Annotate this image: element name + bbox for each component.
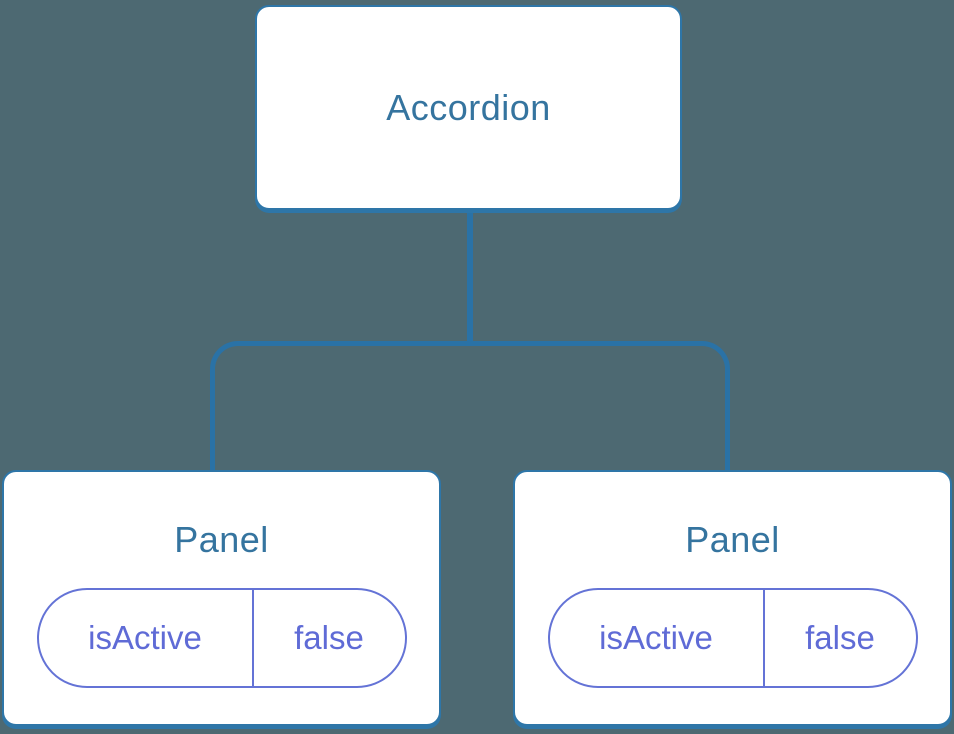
- panel-node-right: Panel isActive false: [513, 470, 952, 726]
- state-pill: isActive false: [36, 588, 407, 688]
- state-key: isActive: [599, 619, 713, 656]
- state-key-cell: isActive: [39, 590, 254, 686]
- state-value-cell: false: [254, 590, 405, 686]
- panel-node-title: Panel: [685, 519, 780, 560]
- state-key: isActive: [88, 619, 202, 656]
- state-value: false: [294, 619, 364, 656]
- state-value-cell: false: [765, 590, 916, 686]
- state-value: false: [805, 619, 875, 656]
- panel-node-left: Panel isActive false: [2, 470, 441, 726]
- connector-branch-bracket: [210, 341, 730, 470]
- connector-stem-line: [467, 213, 473, 345]
- panel-node-title: Panel: [174, 519, 269, 560]
- state-key-cell: isActive: [550, 590, 765, 686]
- accordion-node-title: Accordion: [386, 86, 551, 128]
- accordion-node: Accordion: [255, 5, 682, 210]
- state-pill: isActive false: [547, 588, 918, 688]
